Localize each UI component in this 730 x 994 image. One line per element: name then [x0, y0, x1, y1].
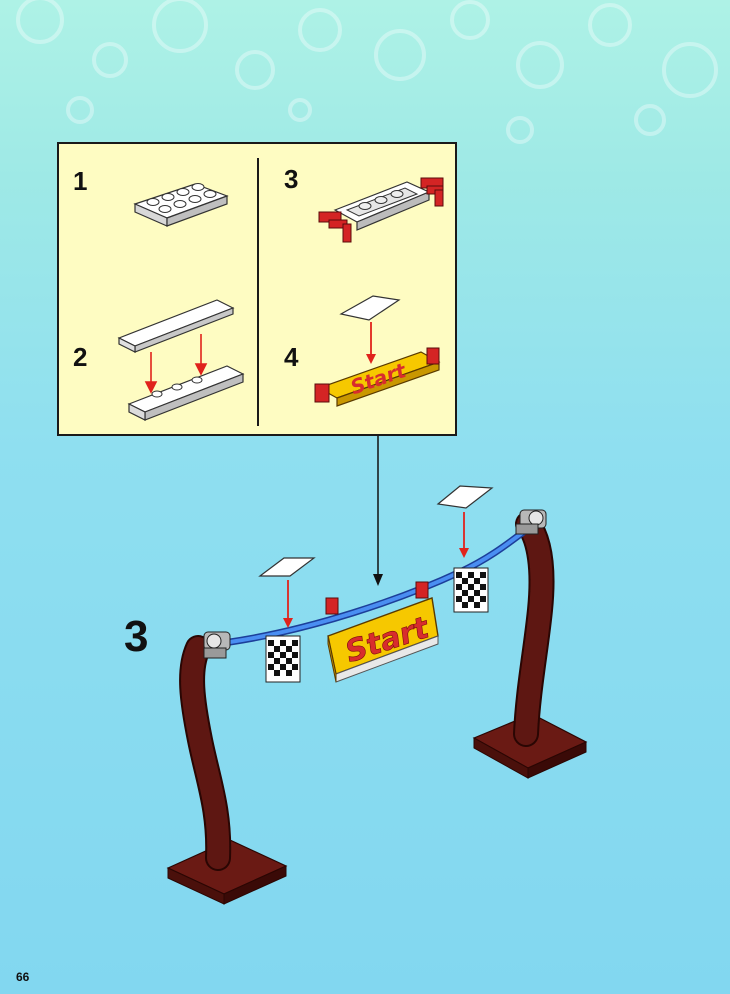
tile-on-plate-illustration [117, 294, 247, 424]
substep-number-4: 4 [284, 344, 298, 370]
substep-number-2: 2 [73, 344, 87, 370]
substep-panel: 1 2 3 4 [57, 142, 457, 436]
bubble-decoration [0, 0, 730, 160]
left-clip [204, 632, 230, 658]
left-flag-tile [260, 558, 314, 628]
panel-divider [257, 158, 259, 426]
start-sign: Start [326, 582, 438, 682]
page-number: 66 [16, 970, 29, 984]
bracket-assembly-illustration [317, 170, 452, 250]
right-checkered-flag [454, 568, 488, 612]
right-flag-tile [438, 486, 492, 558]
sign-text-small: Start [347, 358, 410, 400]
substep-number-3: 3 [284, 166, 298, 192]
main-step-number: 3 [124, 612, 148, 662]
substep-number-1: 1 [73, 168, 87, 194]
left-checkered-flag [266, 636, 300, 682]
white-plate-2x4-illustration [133, 174, 233, 234]
start-sign-assembly-illustration: Start [311, 292, 451, 422]
start-arch-model-illustration: Start [160, 480, 600, 920]
